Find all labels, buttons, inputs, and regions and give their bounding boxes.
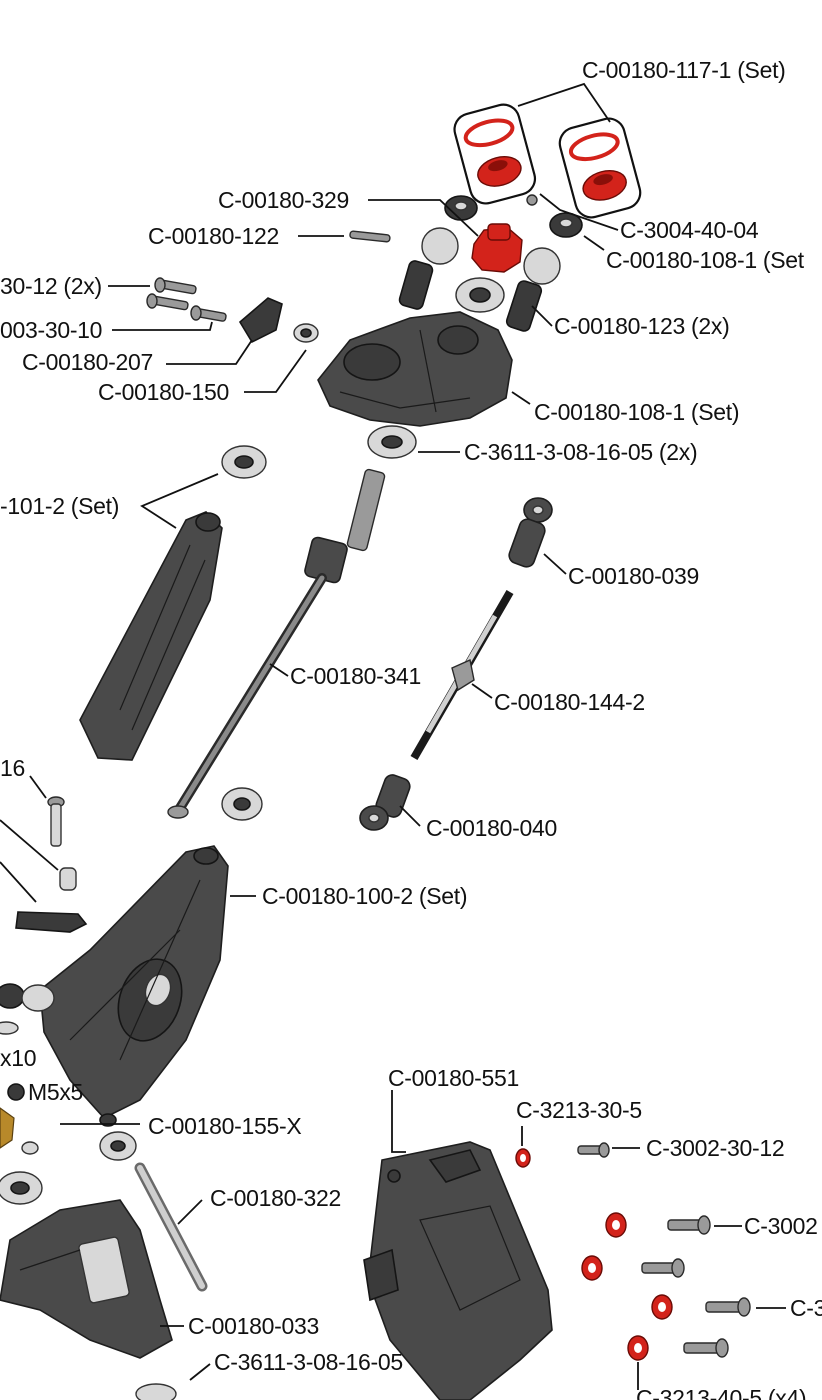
label-C-00180-108-1: C-00180-108-1 (Set): [534, 399, 739, 425]
cap-set-right: [558, 117, 642, 219]
washer-left-2: [21, 984, 55, 1012]
rod-end-lower: [359, 774, 411, 831]
pin: [349, 230, 391, 243]
bracket-plate: [238, 297, 283, 344]
label-101-2: -101-2 (Set): [0, 493, 119, 519]
label-C-3213-30-5: C-3213-30-5: [516, 1097, 642, 1123]
label-C-00180-155-X: C-00180-155-X: [148, 1113, 301, 1139]
label-C-00180-108-1-top: C-00180-108-1 (Set: [606, 247, 805, 273]
label-C-3611-3-08-16-05: C-3611-3-08-16-05: [214, 1349, 403, 1375]
hub-block: [0, 1199, 173, 1359]
label-C-00180-039: C-00180-039: [568, 563, 699, 589]
label-C-00180-207: C-00180-207: [22, 349, 153, 375]
label-003-30-10: 003-30-10: [0, 317, 102, 343]
red-nut: [471, 223, 523, 273]
link-left: [15, 911, 88, 933]
label-C-00180-100-2: C-00180-100-2 (Set): [262, 883, 467, 909]
turnbuckle: [410, 589, 514, 761]
set-screw: [7, 1083, 25, 1101]
cap-set-left: [453, 103, 537, 205]
label-x10: x10: [0, 1045, 36, 1071]
washer-left-1: [0, 983, 25, 1009]
label-C-3002: C-3002: [744, 1213, 818, 1239]
label-C-00180-033: C-00180-033: [188, 1313, 319, 1339]
label-C-00180-341: C-00180-341: [290, 663, 421, 689]
label-C-00180-040: C-00180-040: [426, 815, 557, 841]
small-ball: [526, 194, 538, 206]
label-C-3: C-3: [790, 1295, 822, 1321]
upper-housing: [317, 311, 513, 427]
label-C-3004-40-04: C-3004-40-04: [620, 217, 759, 243]
ball-stud-left: [398, 227, 459, 310]
mount-plate: [363, 1141, 553, 1400]
label-M5x5: M5x5: [28, 1079, 83, 1105]
label-C-00180-144-2: C-00180-144-2: [494, 689, 645, 715]
bolt-left: [47, 796, 65, 847]
spacer-left: [59, 867, 77, 891]
label-16: 16: [0, 755, 25, 781]
label-C-3002-30-12: C-3002-30-12: [646, 1135, 784, 1161]
label-C-00180-329: C-00180-329: [218, 187, 349, 213]
rod-end-upper: [508, 497, 553, 568]
label-C-00180-150: C-00180-150: [98, 379, 229, 405]
label-C-00180-551: C-00180-551: [388, 1065, 519, 1091]
washer-left-3: [0, 1021, 19, 1035]
screws-left: [146, 277, 227, 322]
label-C-3611-3-08-16-05-2x: C-3611-3-08-16-05 (2x): [464, 439, 697, 465]
label-C-00180-117-1: C-00180-117-1 (Set): [582, 57, 786, 83]
shaft: [167, 468, 386, 819]
lower-arm: [39, 845, 229, 1119]
bearing-bottom: [135, 1383, 177, 1400]
label-C-00180-122: C-00180-122: [148, 223, 279, 249]
gold-part-edge: [0, 1107, 15, 1149]
label-C-00180-322: C-00180-322: [210, 1185, 341, 1211]
label-C-3213-40-5: C-3213-40-5 (x4): [636, 1385, 806, 1400]
leader-lines: [0, 82, 786, 1390]
label-C-00180-123: C-00180-123 (2x): [554, 313, 729, 339]
label-30-12: 30-12 (2x): [0, 273, 102, 299]
screws-right: [577, 1142, 751, 1358]
upper-arm: [79, 511, 223, 761]
